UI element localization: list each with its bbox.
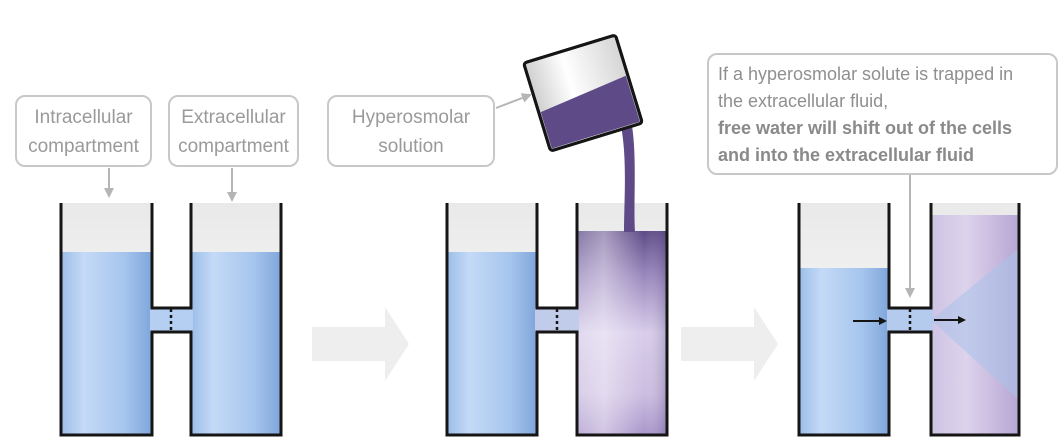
note-line4: and into the extracellular fluid xyxy=(718,145,975,165)
panel-adding-solute xyxy=(445,34,669,437)
pouring-stream xyxy=(619,115,635,232)
hyperosmolar-label-line2: solution xyxy=(378,136,444,157)
intracellular-label-line2: compartment xyxy=(28,136,139,157)
note-line3: free water will shift out of the cells xyxy=(718,118,1013,138)
extracellular-label-line2: compartment xyxy=(178,136,289,157)
intracellular-label-line1: Intracellular xyxy=(34,107,133,128)
explanation-note: If a hyperosmolar solute is trapped in t… xyxy=(707,53,1058,175)
h-vessel-outline xyxy=(797,203,1021,437)
h-vessel-outline xyxy=(445,203,669,437)
pouring-beaker xyxy=(522,34,644,152)
intracellular-label: Intracellular compartment xyxy=(15,95,152,167)
h-vessel-outline xyxy=(59,203,283,437)
panel-water-shift xyxy=(797,203,1021,437)
hyperosmolar-label: Hyperosmolar solution xyxy=(327,95,495,167)
transition-arrow-1 xyxy=(312,307,409,381)
hyperosmolar-pointer xyxy=(495,93,532,109)
intracellular-fluid xyxy=(61,252,152,435)
extracellular-label-line1: Extracellular xyxy=(181,107,286,128)
hyperosmolar-label-line1: Hyperosmolar xyxy=(351,107,471,128)
note-line2: the extracellular fluid, xyxy=(718,91,889,111)
panel-initial xyxy=(59,203,283,437)
extracellular-shading xyxy=(577,231,667,435)
transition-arrow-2 xyxy=(681,307,778,381)
water-influx-shading xyxy=(931,248,1019,400)
note-line1: If a hyperosmolar solute is trapped in xyxy=(718,64,1014,84)
intracellular-fluid-reduced xyxy=(799,268,889,435)
extracellular-fluid xyxy=(191,252,281,435)
extracellular-label: Extracellular compartment xyxy=(168,95,299,167)
intracellular-fluid xyxy=(447,252,537,435)
